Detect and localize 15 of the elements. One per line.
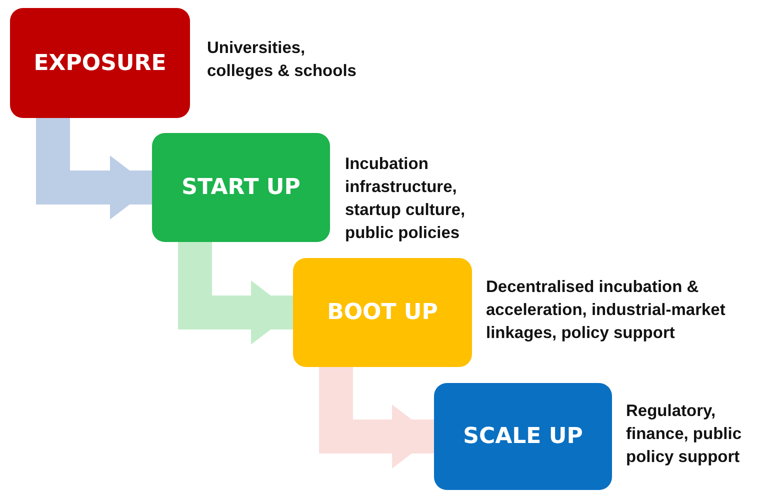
bent-arrow xyxy=(178,242,293,344)
stage-box xyxy=(10,8,190,118)
stage-label: SCALE UP xyxy=(463,424,583,449)
stage-box xyxy=(293,258,472,367)
stage-label: START UP xyxy=(182,175,300,200)
stage-description: Incubation infrastructure, startup culture, public policies xyxy=(345,154,466,244)
stage-description: Decentralised incubation & acceleration, industrial-market linkages, policy support xyxy=(486,277,726,344)
bent-arrow xyxy=(319,367,434,468)
stage-box xyxy=(434,383,612,490)
stage-label: EXPOSURE xyxy=(34,50,166,76)
stage-description: Universities, colleges & schools xyxy=(207,38,358,82)
stage-label: BOOT UP xyxy=(327,300,438,325)
stage-box xyxy=(152,133,330,242)
stage-description: Regulatory, finance, public policy support xyxy=(626,401,743,468)
bent-arrow xyxy=(36,118,152,220)
